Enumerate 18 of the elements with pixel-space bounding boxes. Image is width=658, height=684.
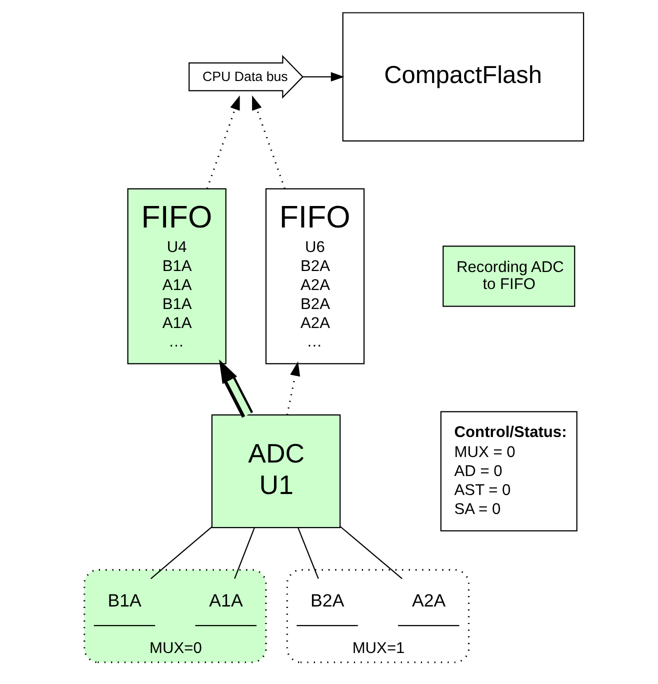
- connector: [297, 528, 318, 579]
- node-box: CompactFlash: [342, 12, 584, 142]
- arrow: [252, 95, 285, 189]
- node-text: B1A: [107, 590, 141, 610]
- arrow: [286, 361, 300, 416]
- node-box: ADC U1: [210, 414, 340, 528]
- node-box: FIFO U6 B2A A2A B2A A2A …: [264, 188, 364, 364]
- node-text: A1A: [208, 590, 242, 610]
- node-box: Control/Status: MUX = 0 AD = 0 AST = 0 SA = 0: [440, 411, 577, 532]
- node-box: FIFO U4 B1A A1A B1A A1A …: [126, 188, 226, 364]
- node-box: Recording ADC to FIFO: [442, 246, 575, 307]
- node-text: B2A: [310, 590, 344, 610]
- node-text: A2A: [411, 590, 446, 610]
- connector: [340, 526, 402, 580]
- arrow: [302, 72, 344, 82]
- arrow: [206, 95, 240, 189]
- arrow: [218, 359, 253, 418]
- connector: [150, 526, 212, 580]
